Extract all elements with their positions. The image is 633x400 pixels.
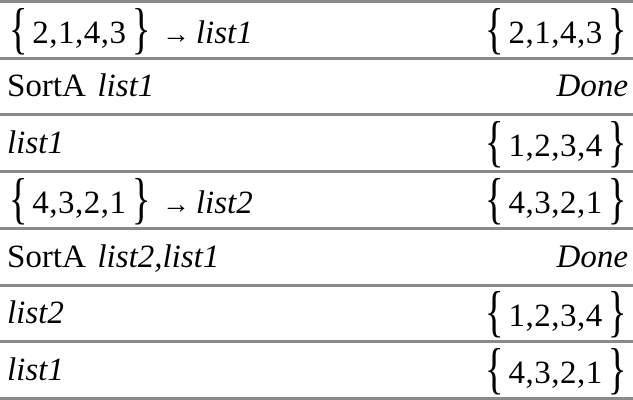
- list-values: 4,3,2,1: [508, 184, 603, 221]
- input-expression[interactable]: list2: [7, 295, 64, 331]
- list-values: 4,3,2,1: [508, 355, 603, 392]
- variable-name: list2: [7, 295, 64, 332]
- list-values: 4,3,2,1: [32, 184, 127, 221]
- result-done: Done: [556, 238, 628, 275]
- variable-name: list2: [195, 184, 253, 221]
- input-expression[interactable]: SortA list1: [7, 68, 154, 104]
- right-brace: }: [607, 167, 627, 231]
- output-result[interactable]: {4,3,2,1}: [483, 341, 628, 398]
- left-brace: {: [485, 167, 504, 231]
- command-name: SortA: [7, 238, 86, 275]
- left-brace: {: [485, 0, 504, 61]
- input-expression[interactable]: {4,3,2,1}→list2: [7, 170, 253, 227]
- output-result[interactable]: {4,3,2,1}: [483, 170, 628, 227]
- output-result[interactable]: {2,1,4,3}: [483, 3, 628, 57]
- left-brace: {: [485, 280, 504, 344]
- left-brace: {: [485, 337, 504, 400]
- list-values: 2,1,4,3: [508, 14, 603, 51]
- list-values: 1,2,3,4: [508, 298, 603, 335]
- history-row[interactable]: {4,3,2,1}→list2{4,3,2,1}: [0, 170, 633, 230]
- input-expression[interactable]: {2,1,4,3}→list1: [7, 3, 253, 57]
- history-row[interactable]: list1 {4,3,2,1}: [0, 341, 633, 400]
- right-brace: }: [131, 167, 150, 231]
- right-brace: }: [607, 337, 627, 400]
- right-brace: }: [131, 0, 150, 61]
- list-values: 1,2,3,4: [508, 128, 603, 165]
- store-arrow-icon: →: [161, 18, 190, 50]
- store-arrow-icon: →: [161, 188, 190, 220]
- right-brace: }: [607, 110, 627, 174]
- left-brace: {: [8, 167, 28, 231]
- variable-name: list1: [97, 68, 155, 105]
- list-values: 2,1,4,3: [32, 14, 127, 51]
- command-name: SortA: [7, 68, 86, 105]
- left-brace: {: [485, 110, 504, 174]
- input-expression[interactable]: SortA list2,list1: [7, 239, 219, 275]
- history-row[interactable]: {2,1,4,3}→list1{2,1,4,3}: [0, 3, 633, 60]
- output-result[interactable]: Done: [557, 68, 628, 104]
- output-result[interactable]: {1,2,3,4}: [483, 284, 628, 341]
- history-row[interactable]: SortA list1 Done: [0, 60, 633, 117]
- variable-name: list1: [195, 14, 253, 51]
- history-row[interactable]: list1 {1,2,3,4}: [0, 114, 633, 174]
- history-row[interactable]: list2 {1,2,3,4}: [0, 284, 633, 344]
- history-row[interactable]: SortA list2,list1 Done: [0, 230, 633, 287]
- variable-name: list1: [7, 125, 64, 162]
- left-brace: {: [8, 0, 28, 61]
- input-expression[interactable]: list1: [7, 125, 64, 161]
- right-brace: }: [607, 0, 627, 61]
- result-done: Done: [556, 68, 628, 105]
- variable-name: list1: [7, 352, 64, 389]
- output-result[interactable]: Done: [557, 239, 628, 275]
- input-expression[interactable]: list1: [7, 352, 64, 388]
- output-result[interactable]: {1,2,3,4}: [483, 114, 628, 171]
- variable-name: list2,list1: [97, 238, 220, 275]
- right-brace: }: [607, 280, 627, 344]
